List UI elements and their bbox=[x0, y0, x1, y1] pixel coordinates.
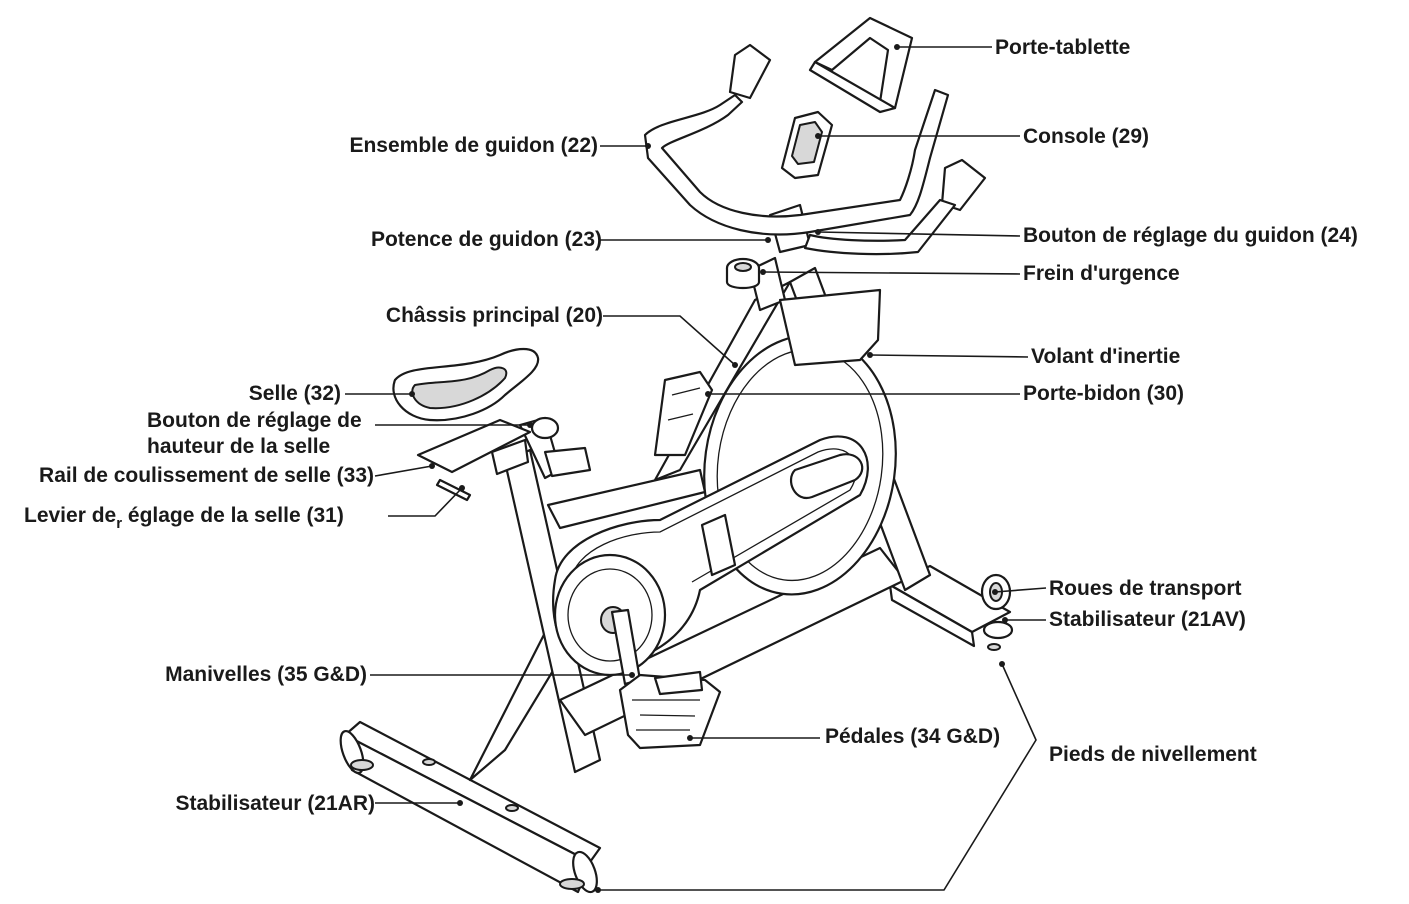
label-stab-ar: Stabilisateur (21AR) bbox=[175, 792, 375, 815]
label-levier-subscript: r bbox=[116, 515, 123, 532]
label-bouton-guidon: Bouton de réglage du guidon (24) bbox=[1023, 224, 1358, 247]
seat-assembly bbox=[392, 347, 592, 502]
bottle-holder bbox=[653, 370, 714, 457]
label-bouton-selle-line2: hauteur de la selle bbox=[147, 435, 331, 458]
leader-lines bbox=[345, 46, 1047, 891]
rear-stabilizer bbox=[339, 720, 602, 894]
handlebar-assembly bbox=[643, 16, 987, 256]
label-pedales: Pédales (34 G&D) bbox=[825, 725, 1001, 748]
anchor-dots bbox=[409, 44, 1008, 893]
chain-guard bbox=[552, 435, 869, 677]
label-roues: Roues de transport bbox=[1049, 577, 1242, 600]
label-levier: Levier der églage de la selle (31) bbox=[24, 503, 344, 532]
front-stabilizer bbox=[888, 564, 1014, 651]
label-chassis: Châssis principal (20) bbox=[385, 304, 603, 327]
label-volant: Volant d'inertie bbox=[1031, 345, 1181, 368]
label-porte-bidon: Porte-bidon (30) bbox=[1023, 382, 1184, 405]
label-porte-tablette: Porte-tablette bbox=[995, 36, 1131, 59]
label-ensemble-guidon: Ensemble de guidon (22) bbox=[349, 134, 598, 157]
label-potence: Potence de guidon (23) bbox=[370, 228, 602, 251]
label-rail: Rail de coulissement de selle (33) bbox=[39, 464, 374, 487]
emergency-brake bbox=[725, 257, 761, 290]
label-levier-part1: Levier de bbox=[24, 504, 117, 527]
label-pieds: Pieds de nivellement bbox=[1049, 743, 1257, 766]
label-console: Console (29) bbox=[1023, 125, 1150, 148]
label-levier-part2: églage de la selle (31) bbox=[122, 504, 344, 527]
label-selle: Selle (32) bbox=[248, 382, 341, 405]
crank-and-pedal bbox=[610, 608, 722, 750]
label-manivelles: Manivelles (35 G&D) bbox=[165, 663, 367, 686]
label-stab-av: Stabilisateur (21AV) bbox=[1049, 608, 1246, 631]
label-bouton-selle-line1: Bouton de réglage de bbox=[147, 409, 362, 432]
label-frein: Frein d'urgence bbox=[1023, 262, 1180, 285]
